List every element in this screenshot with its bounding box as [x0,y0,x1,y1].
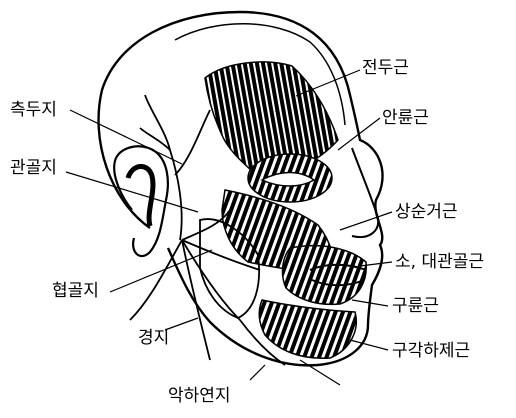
label-mandibular-branch: 악하연지 [168,388,231,405]
nose [352,148,378,237]
chin-muscles [259,300,356,358]
label-depressor-anguli: 구각하제근 [392,343,470,360]
label-orbicularis-oculi: 안륜근 [382,110,429,127]
label-orbicularis-oris: 구륜근 [392,298,439,315]
label-temporal-branch: 측두지 [10,102,57,119]
label-zygomatic-branch: 관골지 [10,160,57,177]
orbicularis-oris-muscle [283,246,367,305]
label-frontalis: 전두근 [362,60,409,77]
label-zygomaticus: 소, 대관골근 [395,254,484,271]
label-cervical-branch: 경지 [138,330,169,347]
label-buccal-branch: 협골지 [52,283,99,300]
label-levator-labii: 상순거근 [395,204,458,221]
ear-inner [128,166,153,226]
